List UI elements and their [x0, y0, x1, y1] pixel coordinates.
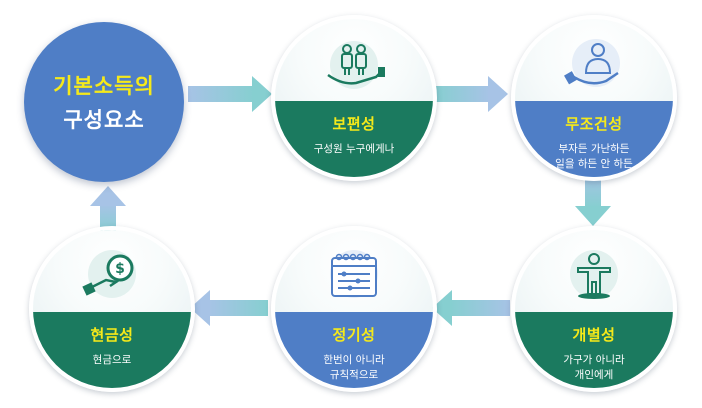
person-in-hand-icon [564, 39, 620, 87]
node-desc: 부자든 가난하든 일을 하든 안 하든 [555, 143, 633, 171]
standing-person-icon [570, 250, 618, 299]
arrow-unconditionality-to-individuality [575, 172, 611, 226]
node-unconditionality: 무조건성 부자든 가난하든 일을 하든 안 하든 [515, 19, 673, 177]
node-desc: 구성원 누구에게나 [313, 143, 395, 156]
node-title: 무조건성 [565, 115, 623, 134]
node-individuality: 개별성 가구가 아니라 개인에게 [515, 230, 673, 388]
node-title: 개별성 [572, 326, 616, 345]
ring-unconditionality [511, 15, 677, 181]
cash-in-hand-icon: $ [82, 250, 136, 298]
node-desc: 가구가 아니라 개인에게 [563, 354, 625, 382]
main-title-line1: 기본소득의 [53, 74, 155, 98]
svg-text:$: $ [115, 261, 125, 277]
main-title-line2: 구성요소 [63, 108, 145, 132]
node-title: 정기성 [332, 326, 376, 345]
main-circle: 기본소득의 구성요소 [24, 22, 184, 182]
people-in-hand-icon [327, 41, 385, 89]
arrow-universality-to-unconditionality [434, 76, 508, 112]
node-title: 현금성 [90, 326, 134, 345]
arrow-individuality-to-regularity [432, 290, 510, 326]
node-desc: 현금으로 [92, 354, 132, 367]
ring-individuality [511, 226, 677, 392]
ring-regularity [271, 226, 437, 392]
node-cash: $ 현금성 현금으로 [33, 230, 191, 388]
arrow-regularity-to-cash [190, 290, 268, 326]
node-title: 보편성 [332, 115, 376, 134]
arrow-main-to-universality [188, 76, 272, 112]
node-regularity: 정기성 한번이 아니라 규칙적으로 [275, 230, 433, 388]
node-desc: 한번이 아니라 규칙적으로 [323, 354, 385, 382]
ring-cash [29, 226, 195, 392]
ring-universality [271, 15, 437, 181]
calendar-icon [330, 250, 378, 298]
node-universality: 보편성 구성원 누구에게나 [275, 19, 433, 177]
